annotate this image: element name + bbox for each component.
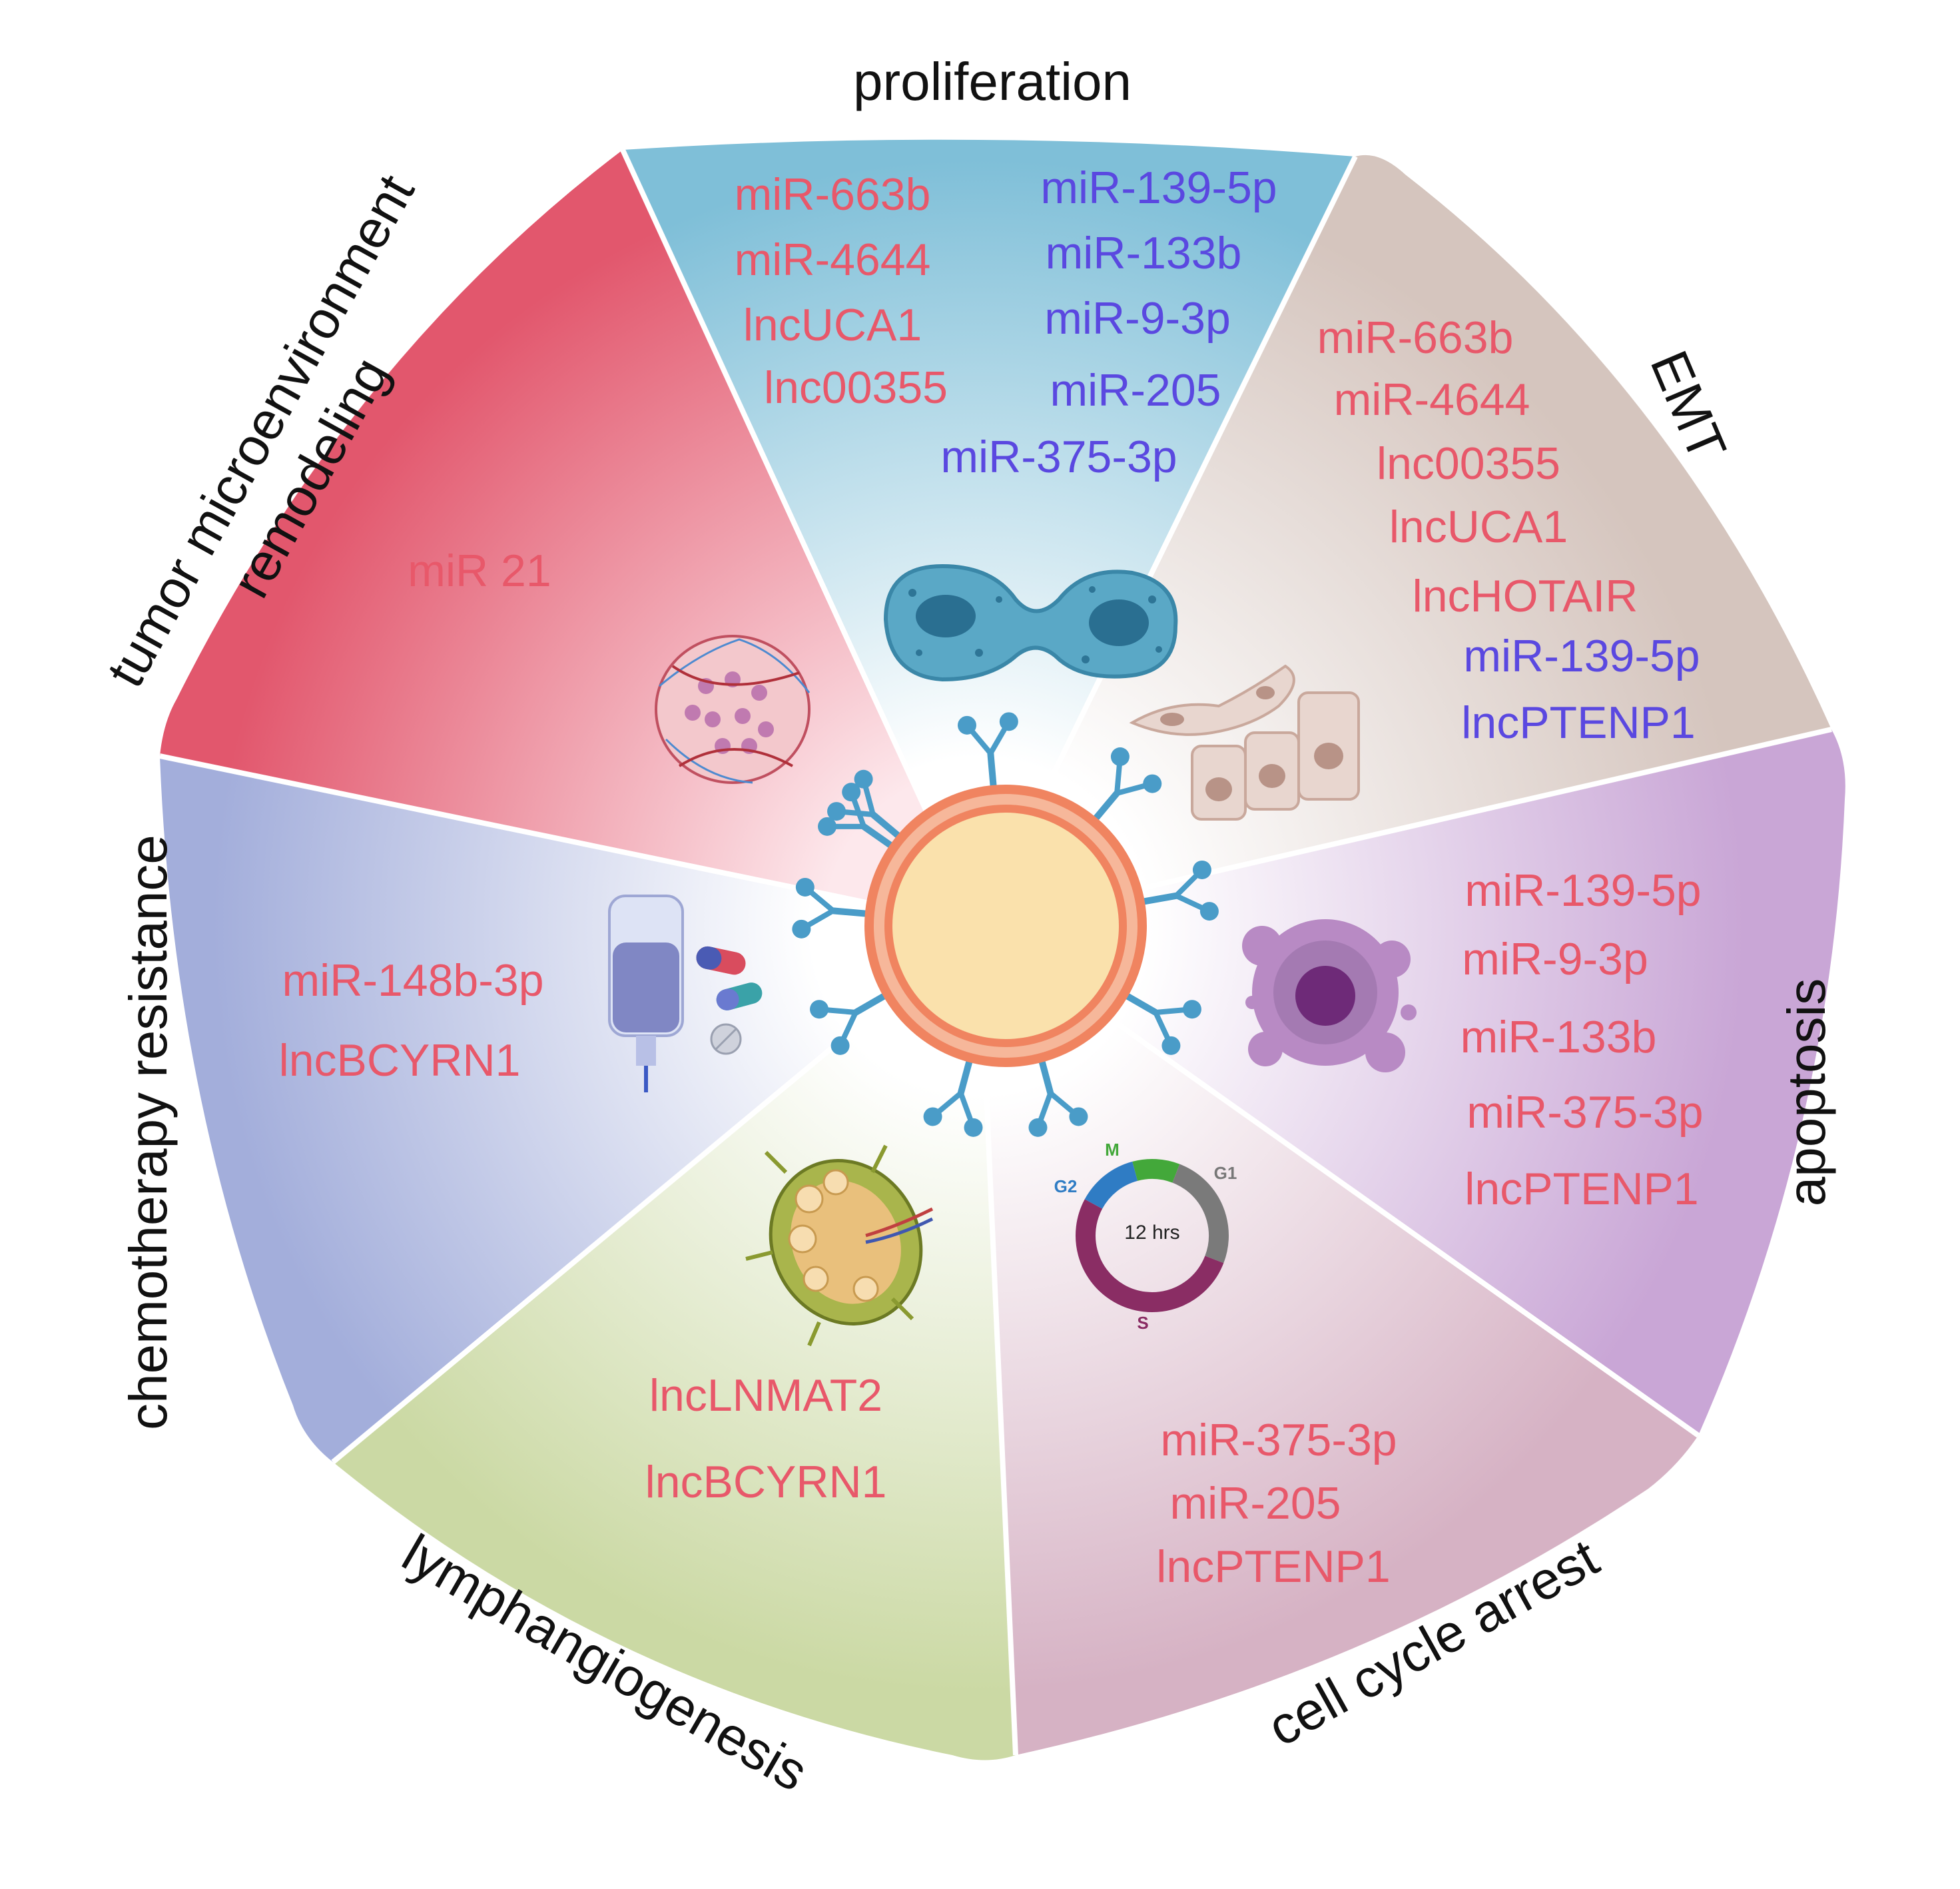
apoptosis-up-2: miR-9-3p bbox=[1462, 934, 1648, 984]
emt-up-4: lncUCA1 bbox=[1389, 502, 1568, 552]
cell-cycle-ring bbox=[1076, 1159, 1229, 1312]
sector-lymphangiogenesis bbox=[333, 926, 1016, 1760]
emt-up-2: miR-4644 bbox=[1334, 374, 1530, 425]
proliferation-up-1: miR-663b bbox=[735, 169, 931, 220]
label-proliferation: proliferation bbox=[853, 52, 1132, 111]
apoptosis-up-1: miR-139-5p bbox=[1465, 865, 1701, 916]
cell-cycle-up-3: lncPTENP1 bbox=[1156, 1541, 1390, 1592]
phase-label-s: S bbox=[1137, 1313, 1148, 1333]
lymph-up-2: lncBCYRN1 bbox=[645, 1457, 887, 1507]
apoptosis-up-4: miR-375-3p bbox=[1467, 1087, 1703, 1138]
emt-up-5: lncHOTAIR bbox=[1413, 571, 1638, 621]
tumor-tissue-icon bbox=[655, 635, 811, 784]
phase-label-g1: G1 bbox=[1214, 1163, 1237, 1183]
proliferation-down-5: miR-375-3p bbox=[940, 432, 1177, 482]
receptor-icon bbox=[792, 877, 881, 939]
proliferation-down-3: miR-9-3p bbox=[1044, 293, 1231, 344]
proliferation-down-1: miR-139-5p bbox=[1040, 163, 1277, 213]
cell-cycle-phase-g1 bbox=[1076, 1159, 1229, 1312]
cell-cycle-center-label: 12 hrs bbox=[1124, 1222, 1179, 1244]
proliferation-up-4: lnc00355 bbox=[764, 362, 948, 413]
apoptosis-up-3: miR-133b bbox=[1461, 1012, 1657, 1062]
label-chemotherapy-resistance: chemotherapy resistance bbox=[119, 835, 178, 1430]
cell-cycle-up-2: miR‐205 bbox=[1170, 1478, 1341, 1529]
dividing-cell-icon bbox=[883, 564, 1178, 682]
tumor-up-1: miR 21 bbox=[408, 546, 551, 596]
label-apoptosis: apoptosis bbox=[1777, 978, 1836, 1206]
apoptosis-up-5: lncPTENP1 bbox=[1465, 1164, 1698, 1214]
cell-cycle-icon: 12 hrs M G1 S G2 bbox=[1054, 1140, 1237, 1333]
chemo-up-2: lncBCYRN1 bbox=[279, 1035, 521, 1086]
sector-chemotherapy-resistance bbox=[160, 756, 979, 1462]
lymph-up-1: lncLNMAT2 bbox=[649, 1370, 882, 1421]
sector-cell-cycle-arrest bbox=[979, 926, 1698, 1755]
epithelial-cells-icon bbox=[1129, 664, 1360, 821]
phase-label-g2: G2 bbox=[1054, 1176, 1078, 1196]
emt-up-3: lnc00355 bbox=[1377, 438, 1560, 489]
proliferation-up-2: miR-4644 bbox=[735, 234, 931, 285]
proliferation-down-4: miR-205 bbox=[1050, 365, 1221, 416]
proliferation-up-3: lncUCA1 bbox=[743, 300, 922, 350]
lymph-node-icon bbox=[745, 1144, 934, 1347]
cell-cycle-phase-g2 bbox=[1076, 1159, 1229, 1312]
sector-proliferation bbox=[623, 139, 1355, 926]
emt-up-1: miR-663b bbox=[1317, 312, 1514, 363]
emt-down-2: lncPTENP1 bbox=[1461, 697, 1695, 748]
phase-label-m: M bbox=[1105, 1140, 1120, 1160]
exosome-icon bbox=[792, 712, 1219, 1137]
apoptotic-cell-icon bbox=[1242, 919, 1417, 1072]
chemo-up-1: miR-148b-3p bbox=[282, 955, 543, 1006]
iv-drip-and-pills-icon bbox=[608, 895, 763, 1092]
cell-cycle-up-1: miR-375-3p bbox=[1160, 1415, 1397, 1465]
proliferation-down-2: miR-133b bbox=[1046, 228, 1242, 278]
emt-down-1: miR-139-5p bbox=[1463, 631, 1700, 681]
cell-cycle-phase-s bbox=[1076, 1159, 1229, 1312]
